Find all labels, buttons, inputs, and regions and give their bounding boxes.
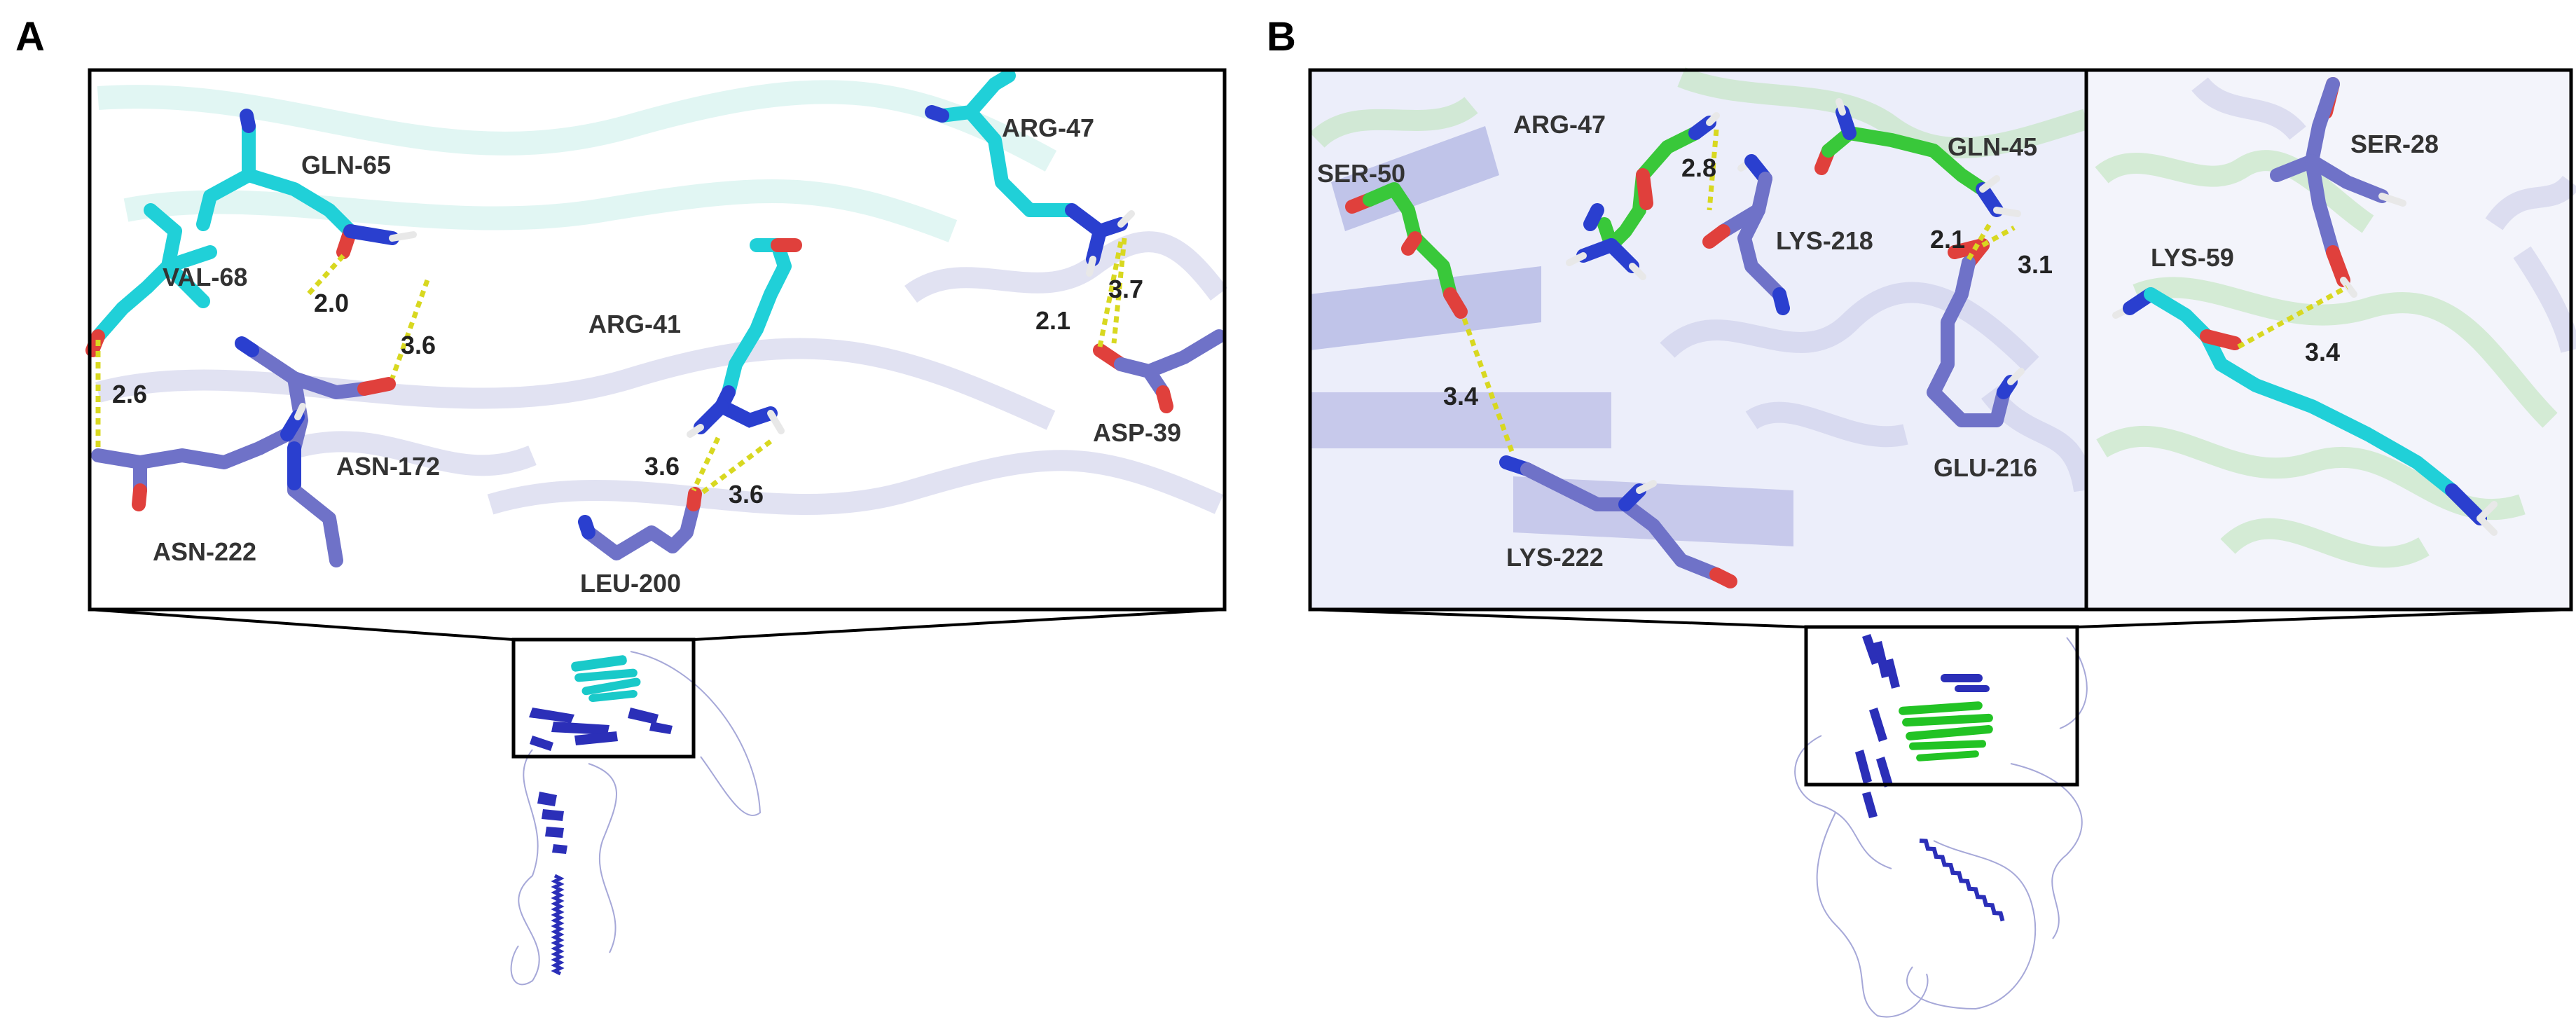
label-ser50: SER-50 [1317, 159, 1405, 188]
panel-b-letter: B [1267, 14, 1296, 60]
hbond-gln65-asn172 [390, 279, 430, 380]
distance-gln45-glu216-b: 3.1 [2018, 250, 2053, 279]
distance-gln65-asn172: 3.6 [401, 331, 436, 359]
asn222-stick [91, 403, 306, 511]
distance-arg47-lys218: 2.8 [1681, 153, 1716, 182]
hbond-gln45-glu216-b [1981, 225, 2016, 248]
label-leu200: LEU-200 [580, 569, 681, 598]
hbond-gln45-glu216-a [1966, 223, 1992, 261]
ser28-stick [2270, 77, 2406, 298]
label-arg47-b: ARG-47 [1513, 110, 1606, 139]
panel-b-right-background-cartoon [2095, 76, 2576, 568]
overview-b-green-helices [1899, 701, 1993, 761]
label-ser28: SER-28 [2350, 130, 2439, 158]
overview-b-blue-sheets [1855, 634, 1990, 818]
panel-b-zoom-line-right [2076, 608, 2572, 628]
distance-arg47-asp39-a: 2.1 [1035, 306, 1070, 335]
panel-a-zoom-inset: GLN-65 VAL-68 ASN-172 ASN-222 ARG-41 LEU… [85, 68, 1227, 612]
distance-arg41-leu200-b: 3.6 [729, 480, 764, 509]
hbond-arg41-leu200-a [691, 436, 721, 492]
panel-b: B [1267, 14, 2576, 1018]
hbond-arg41-leu200-b [698, 439, 773, 496]
distance-gln45-glu216-a: 2.1 [1930, 225, 1965, 254]
overview-b-long-helix [1919, 839, 2005, 922]
hbond-ser50-lys222 [1461, 317, 1516, 457]
panel-b-left-background-cartoon [1309, 67, 2095, 546]
distance-lys59-ser28: 3.4 [2305, 338, 2340, 366]
panel-b-right-inset-frame [2084, 68, 2573, 612]
panel-a-zoom-line-right [693, 608, 1225, 641]
label-lys59: LYS-59 [2151, 243, 2234, 272]
distance-val68-asn222: 2.6 [112, 380, 147, 408]
label-asn172: ASN-172 [336, 452, 440, 481]
label-gln65: GLN-65 [301, 151, 391, 179]
overview-a-long-helix [551, 874, 565, 976]
panel-b-right-inset: SER-28 LYS-59 3.4 [2084, 68, 2576, 612]
label-lys218: LYS-218 [1776, 226, 1873, 255]
gln65-stick [196, 109, 417, 259]
panel-a-zoom-line-left [89, 608, 514, 641]
panel-a-overview-structure [510, 637, 762, 986]
ser50-stick [1345, 182, 1468, 319]
val68-stick [85, 203, 217, 357]
lys222-stick [1499, 455, 1737, 588]
label-gln45: GLN-45 [1948, 132, 2037, 161]
label-arg41: ARG-41 [588, 310, 681, 338]
panel-b-zoom-line-left [1309, 608, 1807, 628]
overview-a-blue-sheets [529, 708, 673, 854]
lys59-stick [2112, 287, 2498, 536]
distance-gln65-val68: 2.0 [314, 289, 349, 317]
panel-a-letter: A [15, 14, 45, 60]
panel-a: A [15, 14, 1227, 986]
arg47-a-stick [925, 69, 1135, 277]
label-asp39: ASP-39 [1093, 418, 1181, 447]
label-lys222: LYS-222 [1506, 543, 1604, 572]
panel-a-background-cartoon [95, 80, 1227, 515]
hbond-lys59-ser28 [2237, 284, 2348, 350]
leu200-stick [578, 487, 702, 560]
hbond-arg47-lys218 [1707, 129, 1719, 211]
label-asn222: ASN-222 [153, 537, 256, 566]
lys218-stick [1702, 154, 1790, 315]
distance-arg41-leu200-a: 3.6 [645, 452, 680, 481]
distance-arg47-asp39-b: 3.7 [1108, 275, 1143, 303]
distance-ser50-lys222: 3.4 [1443, 382, 1478, 411]
overview-a-cyan-helices [571, 655, 641, 703]
arg41-stick [687, 238, 802, 438]
gln45-stick [1814, 98, 2021, 217]
label-glu216: GLU-216 [1934, 453, 2037, 482]
panel-b-overview-box [1804, 625, 2079, 787]
panel-a-inset-frame [88, 68, 1227, 612]
panel-a-overview-box [511, 637, 696, 759]
panel-b-left-inset: SER-50 ARG-47 GLN-45 LYS-218 GLU-216 LYS… [1308, 67, 2095, 612]
label-val68: VAL-68 [163, 263, 247, 291]
hbond-gln65-val68 [306, 254, 345, 296]
label-arg47-a: ARG-47 [1002, 113, 1094, 142]
arg47-b-stick [1566, 112, 1720, 280]
panel-b-overview-structure [1794, 625, 2088, 1018]
asp39-stick [1093, 329, 1226, 413]
